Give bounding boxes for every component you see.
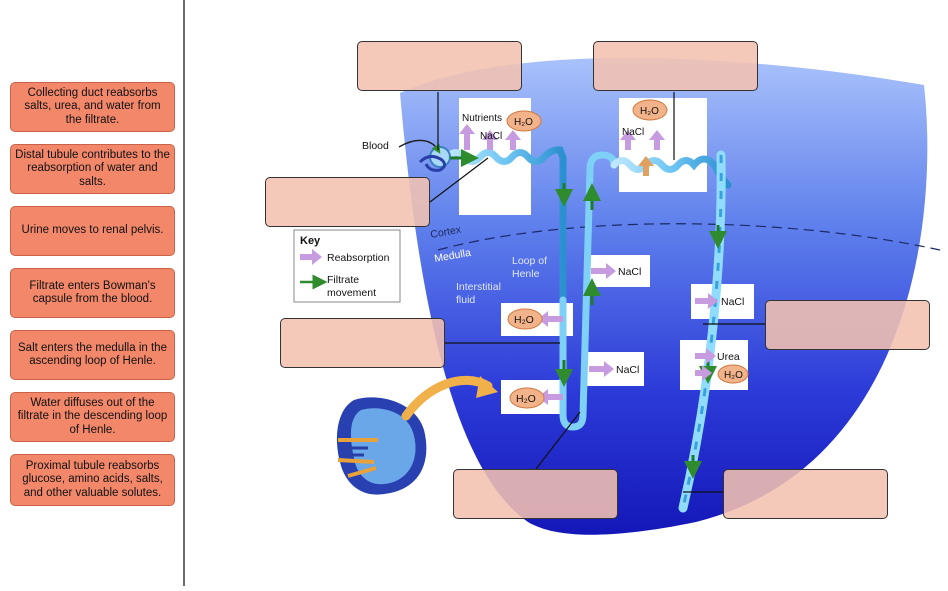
- label-chip-ascending-loop[interactable]: Salt enters the medulla in the ascending…: [10, 330, 175, 380]
- nutrients-label: Nutrients: [462, 113, 502, 124]
- h2o-bubbles: [506, 99, 749, 409]
- nacl-distal-label: NaCl: [622, 127, 644, 138]
- cortex-label: Cortex: [429, 224, 462, 241]
- label-chip-urine-pelvis[interactable]: Urine moves to renal pelvis.: [10, 206, 175, 256]
- label-bank: Collecting duct reabsorbs salts, urea, a…: [0, 0, 185, 586]
- interstitial-fluid-label-1: Interstitial: [456, 281, 501, 293]
- drop-zone-top-right[interactable]: [593, 41, 758, 91]
- nacl-ascending-lower-label: NaCl: [616, 364, 639, 376]
- leader-line-6: [535, 411, 581, 470]
- h2o-distal-label: H₂O: [640, 106, 659, 117]
- drop-zone-right-middle[interactable]: [765, 300, 930, 350]
- legend-reabsorption-label: Reabsorption: [327, 252, 390, 264]
- drop-zone-bottom-right[interactable]: [723, 469, 888, 519]
- diagram-text-labels: Blood Nutrients NaCl NaCl H₂O H₂O Cortex…: [362, 106, 744, 405]
- h2o-descending-upper-label: H₂O: [514, 314, 534, 326]
- nephron-diagram: Blood Nutrients NaCl NaCl H₂O H₂O Cortex…: [293, 57, 941, 535]
- h2o-collecting-label: H₂O: [724, 370, 743, 381]
- blood-vessel: [418, 155, 447, 172]
- legend-box: [293, 229, 401, 303]
- kidney-tissue-region: [400, 57, 928, 535]
- drop-zone-left-middle[interactable]: [280, 318, 445, 368]
- nacl-proximal-label: NaCl: [480, 131, 502, 142]
- urea-label: Urea: [717, 351, 740, 363]
- legend-filtrate-label-2: movement: [327, 287, 376, 299]
- drop-zone-top-left[interactable]: [357, 41, 522, 91]
- reabsorption-arrows: [459, 124, 718, 405]
- cortex-medulla-boundary: [437, 223, 941, 251]
- nacl-collecting-label: NaCl: [721, 296, 744, 308]
- drop-zone-left-upper[interactable]: [265, 177, 430, 227]
- diagram-stage: Blood Nutrients NaCl NaCl H₂O H₂O Cortex…: [188, 0, 948, 586]
- legend-title: Key: [300, 235, 321, 247]
- loop-of-henle-label-2: Henle: [512, 268, 540, 280]
- legend: Key Reabsorption Filtrate movement: [293, 229, 401, 303]
- filtrate-arrows: [450, 149, 727, 479]
- loop-of-henle: [559, 151, 618, 431]
- blood-label: Blood: [362, 140, 389, 152]
- loop-of-henle-label-1: Loop of: [512, 255, 547, 267]
- legend-reabsorption-arrow: [300, 249, 322, 265]
- legend-filtrate-label-1: Filtrate: [327, 274, 359, 286]
- label-chip-collecting-duct[interactable]: Collecting duct reabsorbs salts, urea, a…: [10, 82, 175, 132]
- leader-line-3: [429, 157, 489, 203]
- kidney-icon: [336, 397, 427, 495]
- label-chip-distal-tubule[interactable]: Distal tubule contributes to the reabsor…: [10, 144, 175, 194]
- label-chip-proximal-tubule[interactable]: Proximal tubule reabsorbs glucose, amino…: [10, 454, 175, 506]
- distal-tubule: [610, 155, 732, 189]
- leader-lines: [429, 92, 765, 493]
- h2o-proximal-label: H₂O: [514, 117, 533, 128]
- drop-zone-bottom-center[interactable]: [453, 469, 618, 519]
- active-transport-arrow: [638, 156, 654, 176]
- label-chip-bowmans-capsule[interactable]: Filtrate enters Bowman's capsule from th…: [10, 268, 175, 318]
- h2o-descending-lower-label: H₂O: [516, 393, 536, 405]
- nacl-ascending-upper-label: NaCl: [618, 266, 641, 278]
- label-chip-descending-loop[interactable]: Water diffuses out of the filtrate in th…: [10, 392, 175, 442]
- interstitial-fluid-label-2: fluid: [456, 294, 475, 306]
- blood-arrow: [398, 139, 441, 154]
